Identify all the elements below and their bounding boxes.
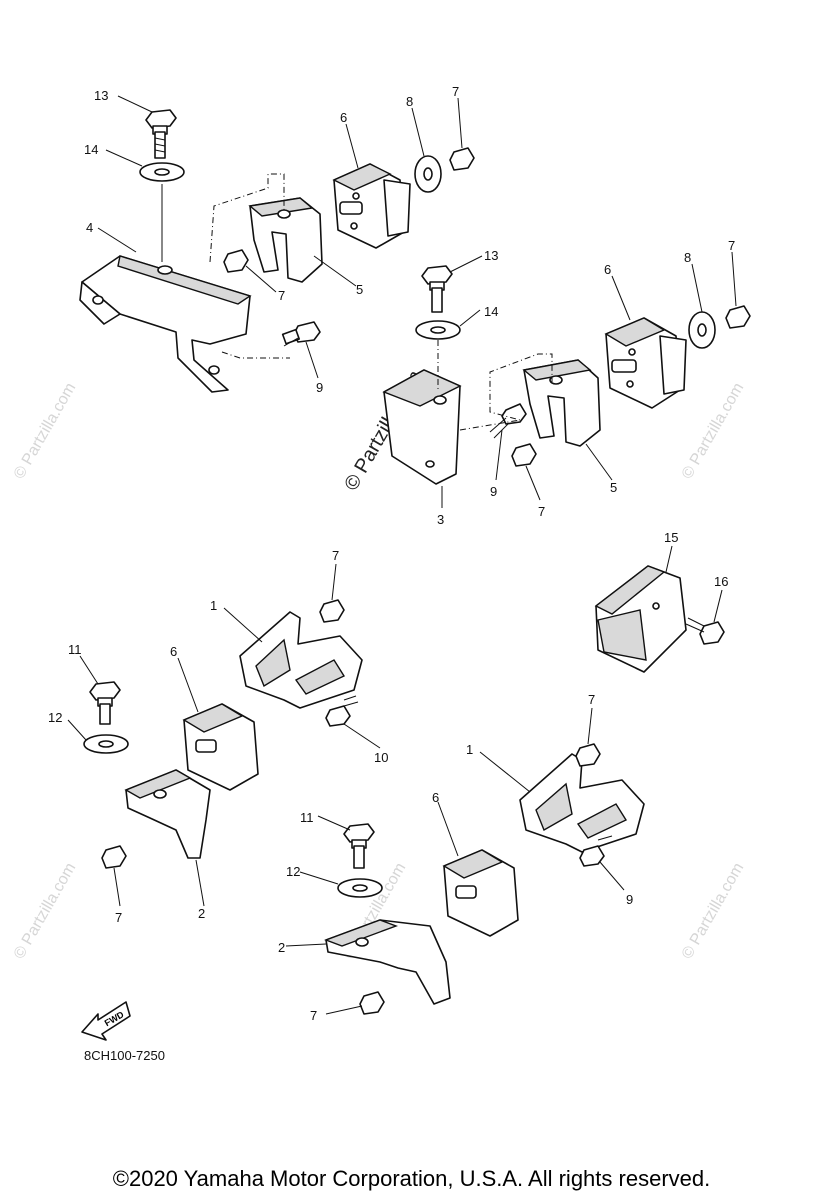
watermark-right-top: © Partzilla.com — [679, 380, 748, 482]
bolt-9-top-right — [489, 403, 527, 439]
nut-7-top-right-a — [725, 305, 751, 329]
nut-7-top-left-a — [449, 147, 475, 171]
bracket-1-bottom-left — [239, 611, 363, 709]
callout-1: 1 — [466, 742, 473, 757]
bolt-9-bottom-right — [579, 835, 613, 867]
bracket-3 — [382, 369, 462, 485]
callout-5: 5 — [356, 282, 363, 297]
callout-14: 14 — [484, 304, 498, 319]
bracket-5-top-left — [248, 197, 323, 283]
bracket-4 — [79, 255, 252, 393]
nut-7-bottom-left-a — [319, 599, 345, 623]
callout-9: 9 — [626, 892, 633, 907]
nut-7-bottom-right-a — [575, 743, 601, 767]
bolt-13-top-left — [145, 109, 177, 159]
callout-12: 12 — [286, 864, 300, 879]
callout-8: 8 — [406, 94, 413, 109]
bolt-11-bottom-right — [343, 823, 375, 869]
nut-7-top-right-b — [511, 443, 537, 467]
callout-7: 7 — [278, 288, 285, 303]
assembly-bottom-right — [323, 743, 645, 1015]
nut-7-bottom-left-b — [101, 845, 127, 869]
callout-7: 7 — [728, 238, 735, 253]
callout-14: 14 — [84, 142, 98, 157]
exploded-parts-diagram: © Partzilla.com © Partzilla.com © Partzi… — [11, 84, 751, 1063]
callout-7: 7 — [538, 504, 545, 519]
watermark-right-bottom: © Partzilla.com — [679, 860, 748, 962]
watermark-left-bottom: © Partzilla.com — [11, 860, 80, 962]
callout-8: 8 — [684, 250, 691, 265]
watermark-left-top: © Partzilla.com — [11, 380, 80, 482]
callout-13: 13 — [484, 248, 498, 263]
assembly-top-right — [382, 265, 751, 485]
bolt-9-top-left — [281, 321, 321, 347]
callout-numbers: 13 14 8 7 6 4 7 5 9 13 14 6 8 7 9 7 5 3 … — [48, 84, 735, 1023]
bolt-11-bottom-left — [89, 681, 121, 725]
bolt-10 — [325, 695, 359, 727]
bolt-16 — [685, 617, 725, 645]
rubber-mount-6-top-left — [332, 163, 411, 249]
bracket-2-bottom-right — [323, 919, 451, 1005]
callout-7: 7 — [115, 910, 122, 925]
rubber-mount-6-bottom-left — [182, 703, 259, 791]
nut-7-bottom-right-b — [359, 991, 385, 1015]
bolt-13-top-right — [421, 265, 453, 313]
callout-2: 2 — [278, 940, 285, 955]
nut-7-top-left-b — [223, 249, 249, 273]
callout-2: 2 — [198, 906, 205, 921]
callout-12: 12 — [48, 710, 62, 725]
callout-5: 5 — [610, 480, 617, 495]
callout-6: 6 — [340, 110, 347, 125]
callout-6: 6 — [432, 790, 439, 805]
rubber-mount-6-top-right — [604, 317, 687, 409]
copyright-notice: ©2020 Yamaha Motor Corporation, U.S.A. A… — [112, 1166, 711, 1191]
callout-6: 6 — [604, 262, 611, 277]
assembly-top-left — [79, 109, 475, 393]
callout-9: 9 — [316, 380, 323, 395]
callout-11: 11 — [68, 642, 82, 657]
callout-10: 10 — [374, 750, 388, 765]
callout-6: 6 — [170, 644, 177, 659]
bracket-1-bottom-right — [519, 753, 645, 853]
leader-lines — [67, 95, 737, 1015]
fwd-arrow-icon: FWD — [81, 1001, 131, 1041]
callout-16: 16 — [714, 574, 728, 589]
callout-15: 15 — [664, 530, 678, 545]
rubber-mount-6-bottom-right — [442, 849, 519, 937]
callout-13: 13 — [94, 88, 108, 103]
assembly-bottom-left — [83, 599, 363, 869]
drawing-code: 8CH100-7250 — [84, 1048, 165, 1063]
callout-3: 3 — [437, 512, 444, 527]
callout-7: 7 — [588, 692, 595, 707]
callout-7: 7 — [452, 84, 459, 99]
callout-7: 7 — [332, 548, 339, 563]
callout-11: 11 — [300, 810, 314, 825]
bracket-5-top-right — [522, 359, 601, 447]
callout-4: 4 — [86, 220, 93, 235]
callout-7: 7 — [310, 1008, 317, 1023]
bracket-2-bottom-left — [124, 769, 211, 859]
callout-1: 1 — [210, 598, 217, 613]
callout-9: 9 — [490, 484, 497, 499]
part-15-stopper — [594, 565, 687, 673]
